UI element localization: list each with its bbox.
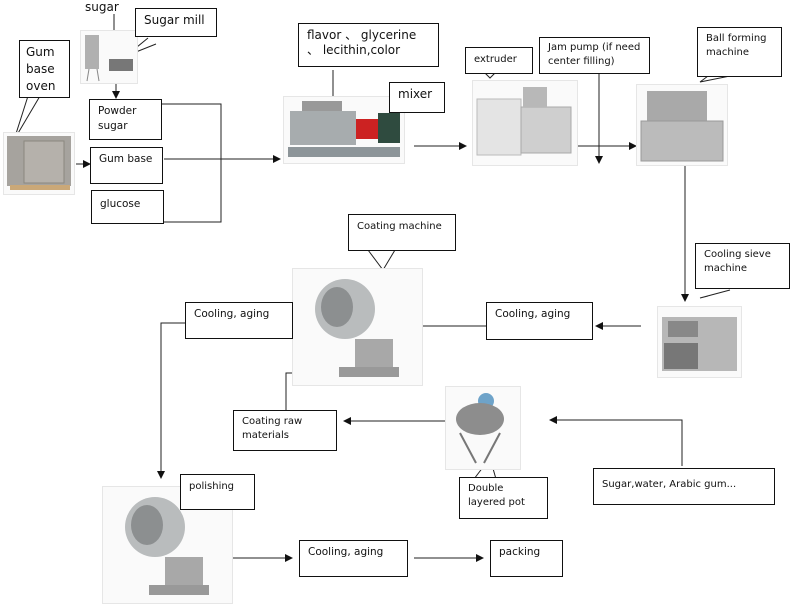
sugar-label: sugar xyxy=(85,0,119,14)
mixer-image xyxy=(283,96,405,164)
ball-forming-icon xyxy=(640,91,724,162)
gum-base-box: Gum base xyxy=(90,147,163,184)
sugar-mill-image xyxy=(80,30,138,84)
mixer-callout: mixer xyxy=(389,82,445,113)
coating-machine-callout: Coating machine xyxy=(348,214,456,251)
callout-tail-extruder xyxy=(483,71,497,79)
ball-forming-image xyxy=(636,84,728,166)
glucose-box: glucose xyxy=(91,190,164,224)
gum-base-oven-callout: Gum base oven xyxy=(19,40,70,98)
cooling-aging-box-1: Cooling, aging xyxy=(486,302,593,340)
polishing-pan-icon xyxy=(125,497,209,595)
extruder-image xyxy=(472,80,578,166)
mixer-icon xyxy=(288,101,400,157)
coating-machine-image xyxy=(292,268,423,386)
polishing-callout: polishing xyxy=(180,474,255,510)
ball-forming-callout: Ball forming machine xyxy=(697,27,782,77)
double-pot-image xyxy=(445,386,521,470)
powder-sugar-box: Powder sugar xyxy=(89,99,162,140)
syrup-inputs-box: Sugar,water, Arabic gum... xyxy=(593,468,775,505)
double-pot-callout: Double layered pot xyxy=(459,477,548,519)
oven-icon xyxy=(7,136,71,190)
cooling-sieve-image xyxy=(657,306,742,378)
jam-pump-callout: Jam pump (if need center filling) xyxy=(539,37,650,74)
coating-pan-icon xyxy=(315,279,399,377)
arrow-cooling-to-polishing xyxy=(157,322,185,479)
merge-bracket xyxy=(162,103,222,223)
sugar-mill-icon xyxy=(85,35,133,82)
jacketed-kettle-icon xyxy=(456,393,504,464)
gum-base-oven-image xyxy=(3,132,75,195)
cooling-aging-box-2: Cooling, aging xyxy=(185,302,293,339)
extruder-callout: extruder xyxy=(465,47,533,74)
cooling-aging-box-3: Cooling, aging xyxy=(299,540,408,577)
cooling-sieve-icon xyxy=(662,317,737,371)
arrow-syrup-to-pot xyxy=(549,416,683,466)
coating-raw-materials-box: Coating raw materials xyxy=(233,410,337,451)
cooling-sieve-callout: Cooling sieve machine xyxy=(695,243,790,289)
packing-box: packing xyxy=(490,540,563,577)
callout-tail-ballforming xyxy=(699,75,731,83)
additives-callout: flavor 、 glycerine 、 lecithin,color xyxy=(298,23,439,67)
sugar-mill-callout: Sugar mill xyxy=(135,8,217,37)
extruder-icon xyxy=(476,87,572,156)
callout-tail-sieve xyxy=(699,289,731,299)
callout-tail-coating xyxy=(367,249,396,271)
